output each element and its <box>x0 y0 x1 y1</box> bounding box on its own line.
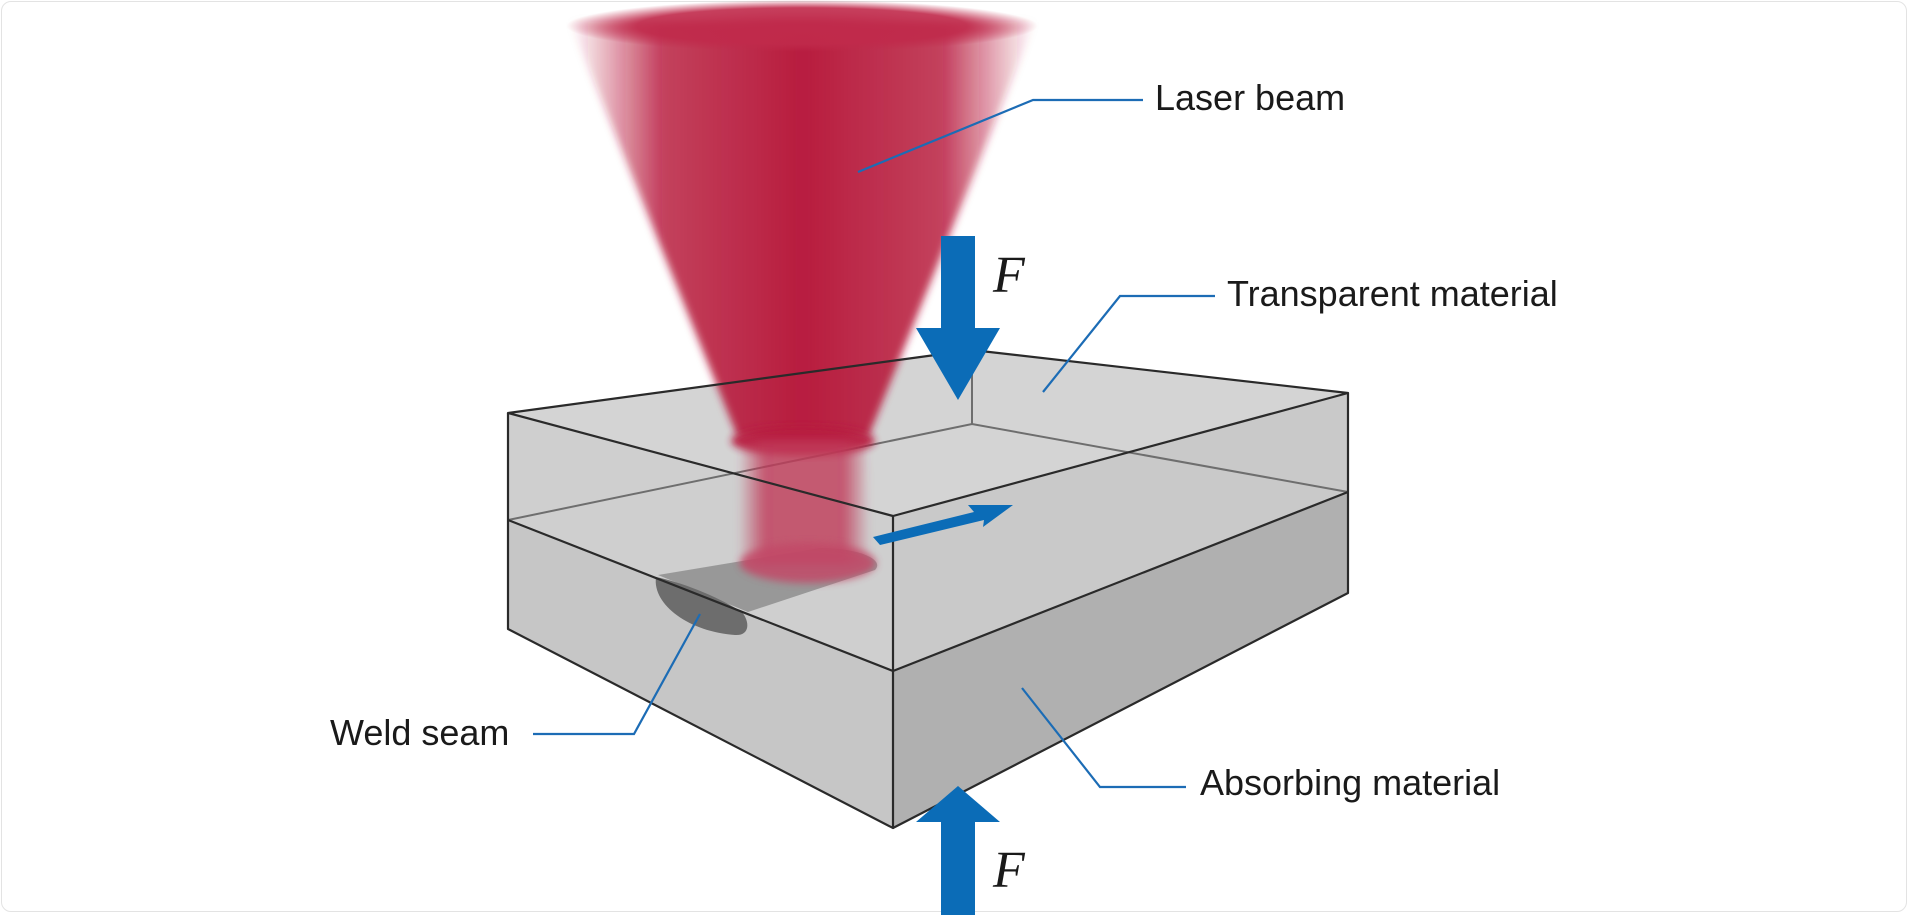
force-label-top: F <box>992 247 1026 304</box>
front-interface-edge <box>507 518 894 673</box>
transparent-block-side-face <box>893 393 1348 671</box>
absorbing-block-front-face <box>508 520 893 828</box>
block-side-edges <box>892 393 1350 829</box>
transparent-block-front-face <box>508 413 893 671</box>
label-laser-beam: Laser beam <box>1155 77 1345 118</box>
label-transparent-material: Transparent material <box>1227 273 1558 314</box>
absorbing-block-side-face <box>893 492 1348 828</box>
laser-beam-top-cap <box>566 0 1038 52</box>
motion-direction-arrow <box>873 505 1013 545</box>
laser-beam-cone <box>570 22 1035 438</box>
leader-weld-seam <box>533 613 701 736</box>
force-arrow-bottom <box>916 786 1000 915</box>
leader-transparent-material <box>1042 294 1215 393</box>
force-arrow-top <box>916 236 1000 400</box>
force-label-bottom: F <box>992 842 1026 899</box>
leader-absorbing-material <box>1021 687 1186 789</box>
laser-beam-lower-column <box>738 441 870 565</box>
label-weld-seam: Weld seam <box>330 712 509 753</box>
laser-beam-spot <box>740 543 876 583</box>
label-absorbing-material: Absorbing material <box>1200 762 1500 803</box>
weld-seam <box>655 577 748 636</box>
side-interface-edge <box>892 490 1349 673</box>
leader-laser-beam <box>857 98 1143 174</box>
